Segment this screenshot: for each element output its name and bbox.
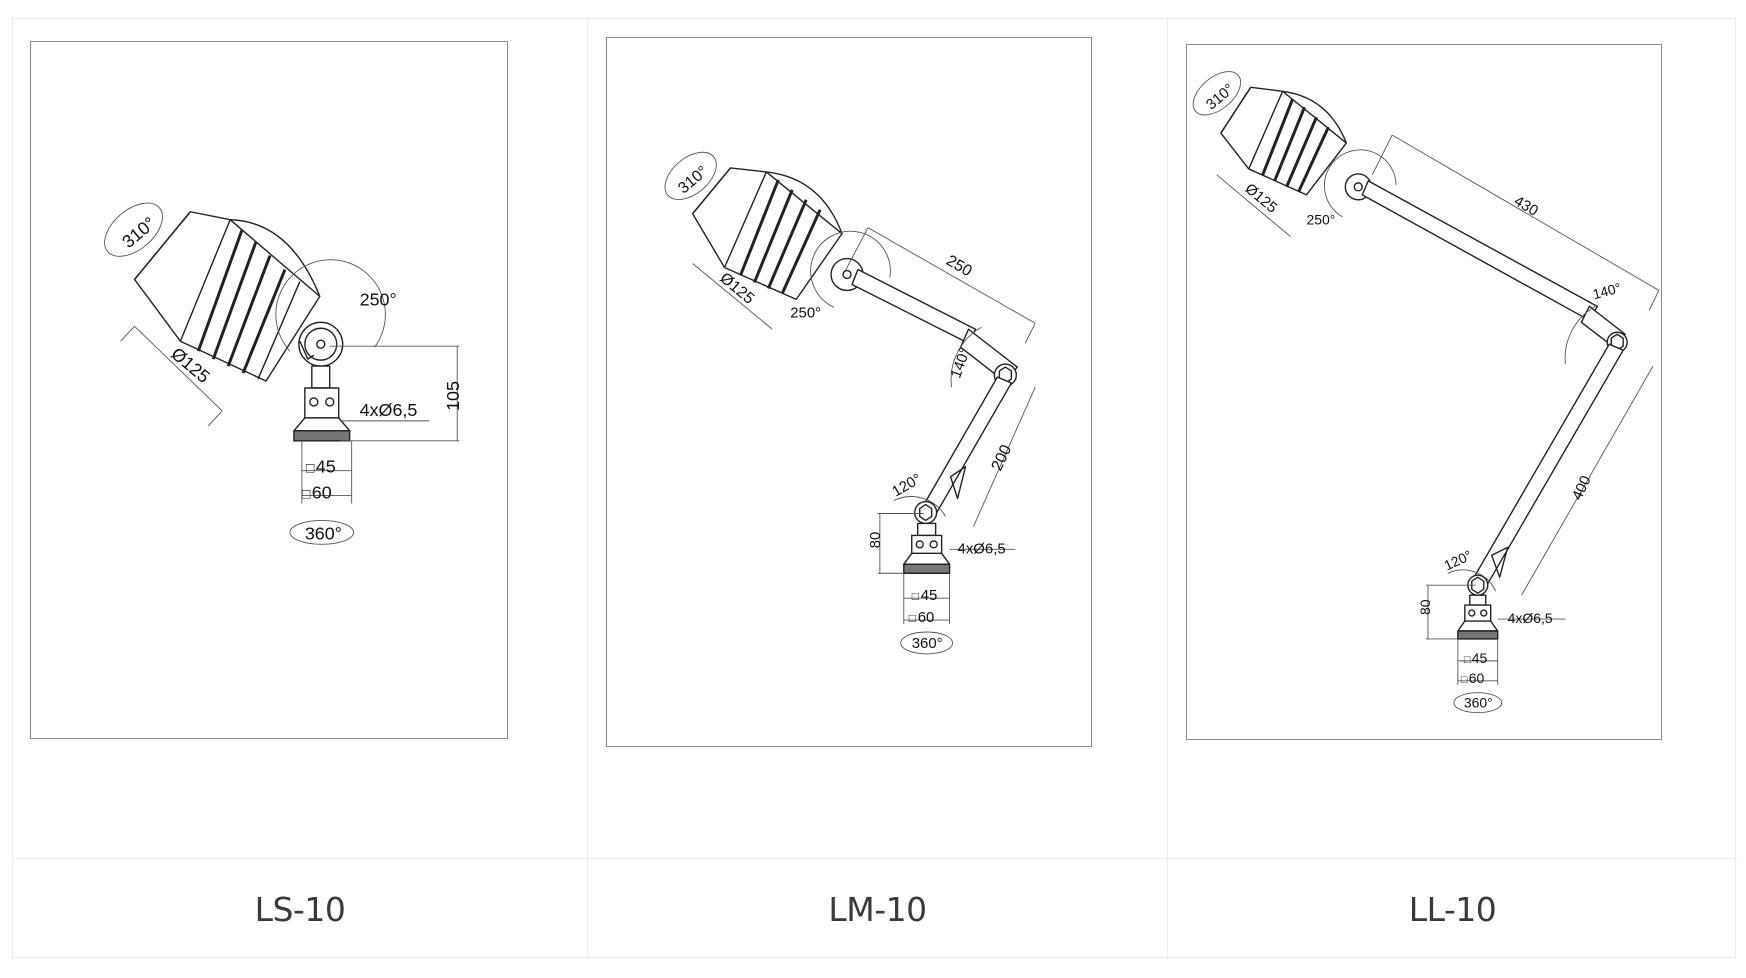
square-inner-icon: □ xyxy=(912,589,919,603)
tilt-head-label: 310° xyxy=(1203,80,1238,113)
lamp-head-lm-10 xyxy=(691,167,843,301)
model-name-ll-10: LL-10 xyxy=(1408,889,1497,929)
arm-lower-label: 400 xyxy=(1569,473,1595,503)
model-name-lm-10: LM-10 xyxy=(828,889,927,929)
model-name-ls-10: LS-10 xyxy=(254,889,346,929)
rotate-joint-label: 250° xyxy=(360,289,397,309)
square-outer-label: 60 xyxy=(1469,670,1485,686)
square-inner-label: 45 xyxy=(921,587,938,604)
square-outer-label: 60 xyxy=(312,483,332,503)
diameter-label: Ø125 xyxy=(1242,180,1281,216)
holes-label: 4xØ6,5 xyxy=(958,540,1006,557)
drawing-ls-10: 310° Ø125 250° 105 4xØ6,5 □ 45 □ 60 360° xyxy=(104,202,463,545)
base-joint-angle-label: 120° xyxy=(1441,547,1474,574)
arm-upper-label: 250 xyxy=(943,252,975,280)
product-drawing-table: 310° Ø125 250° 105 4xØ6,5 □ 45 □ 60 360° xyxy=(12,18,1737,959)
caption-cell-lm-10: LM-10 xyxy=(588,859,1168,959)
base-ls-10 xyxy=(293,365,351,442)
lamp-head-ll-10 xyxy=(1220,86,1348,196)
dimensions-lm-10 xyxy=(664,151,1036,655)
caption-cell-ls-10: LS-10 xyxy=(13,859,588,959)
drawing-cell-ll-10: 310° Ø125 250° 430 140° 400 120° 80 4xØ6… xyxy=(1168,19,1737,859)
joint-base-lm-10 xyxy=(914,500,938,525)
joint-ls-10 xyxy=(298,321,344,367)
arm-upper-label: 430 xyxy=(1511,193,1541,220)
base-joint-angle-label: 120° xyxy=(889,470,924,500)
square-inner-label: 45 xyxy=(316,457,336,477)
square-inner-icon: □ xyxy=(306,460,315,476)
drawing-ll-10: 310° Ø125 250° 430 140° 400 120° 80 4xØ6… xyxy=(1192,71,1660,714)
base-height-label: 80 xyxy=(867,532,884,549)
holes-label: 4xØ6,5 xyxy=(360,400,418,420)
elbow-angle-label: 140° xyxy=(1591,279,1623,302)
lamp-head-ls-10 xyxy=(133,211,321,382)
drawing-lm-10: 310° Ø125 250° 250 140° 200 120° 80 4xØ6… xyxy=(664,151,1036,655)
height-label: 105 xyxy=(443,381,463,411)
base-rotation-label: 360° xyxy=(305,523,342,543)
base-rotation-label: 360° xyxy=(912,635,943,652)
drawing-frame-ls-10: 310° Ø125 250° 105 4xØ6,5 □ 45 □ 60 360° xyxy=(30,41,508,739)
square-outer-icon: □ xyxy=(302,486,311,502)
base-ll-10 xyxy=(1457,594,1499,640)
arm-lower-label: 200 xyxy=(989,442,1016,473)
elbow-angle-label: 140° xyxy=(947,346,974,381)
drawing-frame-ll-10: 310° Ø125 250° 430 140° 400 120° 80 4xØ6… xyxy=(1186,44,1662,740)
dimensions-ll-10 xyxy=(1192,71,1660,714)
drawing-frame-lm-10: 310° Ø125 250° 250 140° 200 120° 80 4xØ6… xyxy=(606,37,1092,747)
tilt-head-label: 310° xyxy=(118,213,159,252)
arm-upper-lm-10 xyxy=(851,268,1019,383)
square-outer-label: 60 xyxy=(918,609,935,626)
tilt-head-label: 310° xyxy=(675,163,711,197)
caption-cell-ll-10: LL-10 xyxy=(1168,859,1737,959)
square-inner-icon: □ xyxy=(1464,654,1471,666)
drawing-cell-lm-10: 310° Ø125 250° 250 140° 200 120° 80 4xØ6… xyxy=(588,19,1168,859)
square-inner-label: 45 xyxy=(1472,650,1488,666)
drawing-cell-ls-10: 310° Ø125 250° 105 4xØ6,5 □ 45 □ 60 360° xyxy=(13,19,588,859)
arm-upper-ll-10 xyxy=(1361,180,1626,349)
holes-label: 4xØ6,5 xyxy=(1508,610,1553,626)
rotate-joint-label: 250° xyxy=(1306,212,1335,228)
base-height-label: 80 xyxy=(1417,599,1433,615)
square-outer-icon: □ xyxy=(1461,674,1468,686)
rotate-joint-label: 250° xyxy=(790,304,821,321)
square-outer-icon: □ xyxy=(909,611,916,625)
dimensions-ls-10 xyxy=(104,202,460,545)
base-rotation-label: 360° xyxy=(1464,695,1493,711)
base-lm-10 xyxy=(903,522,951,574)
